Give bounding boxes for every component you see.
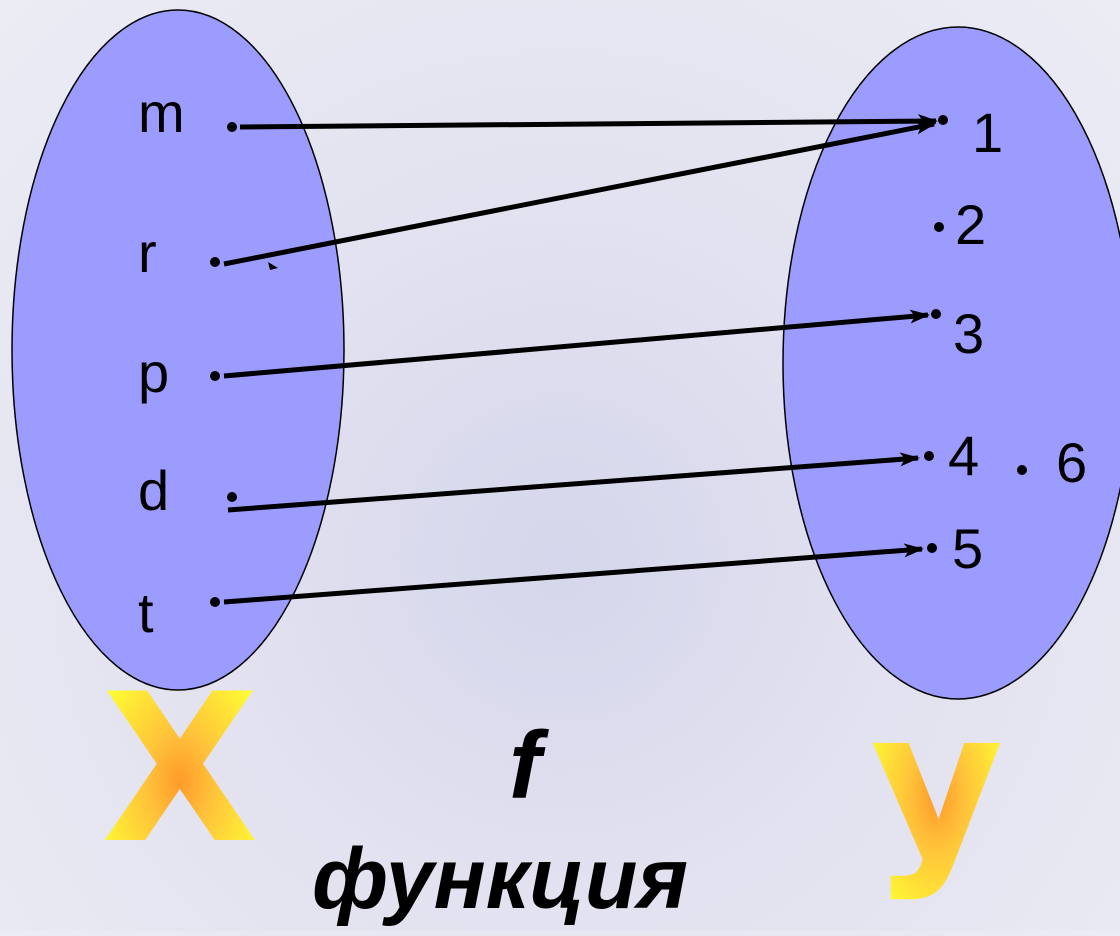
mapping-arrow-d-to-4: [227, 452, 920, 513]
domain-element-label: t: [138, 581, 154, 644]
domain-element-label: m: [138, 81, 185, 144]
domain-set-ellipse: [11, 9, 345, 691]
domain-point: [227, 492, 237, 502]
codomain-element-label: 3: [953, 302, 984, 365]
mapping-arrow-p-to-3: [223, 309, 930, 379]
codomain-point: [927, 543, 937, 553]
codomain-element-label: 1: [972, 101, 1003, 164]
stray-arrow-tick: [268, 262, 278, 270]
codomain-point: [924, 451, 934, 461]
domain-point: [210, 257, 220, 267]
domain-element-label: p: [138, 341, 169, 404]
codomain-element-label: 6: [1056, 431, 1087, 494]
codomain-point: [938, 115, 948, 125]
domain-element-label: r: [138, 221, 157, 284]
mapping-arrow-t-to-5: [223, 543, 924, 605]
mapping-arrow-m-to-1: [239, 114, 938, 130]
domain-element-label: d: [138, 459, 169, 522]
codomain-set-name: y: [870, 666, 1004, 904]
codomain-point: [1017, 465, 1027, 475]
codomain-element-label: 5: [952, 517, 983, 580]
mapping-arrow-r-to-1: [223, 120, 936, 267]
function-caption: функция: [312, 831, 688, 927]
codomain-element-label: 4: [948, 424, 979, 487]
domain-point: [210, 597, 220, 607]
function-symbol: f: [509, 712, 549, 819]
codomain-point: [931, 309, 941, 319]
codomain-element-label: 2: [955, 193, 986, 256]
domain-point: [210, 371, 220, 381]
domain-point: [227, 122, 237, 132]
codomain-point: [934, 222, 944, 232]
codomain-set-ellipse: [782, 26, 1120, 700]
domain-set-name: X: [101, 651, 259, 889]
